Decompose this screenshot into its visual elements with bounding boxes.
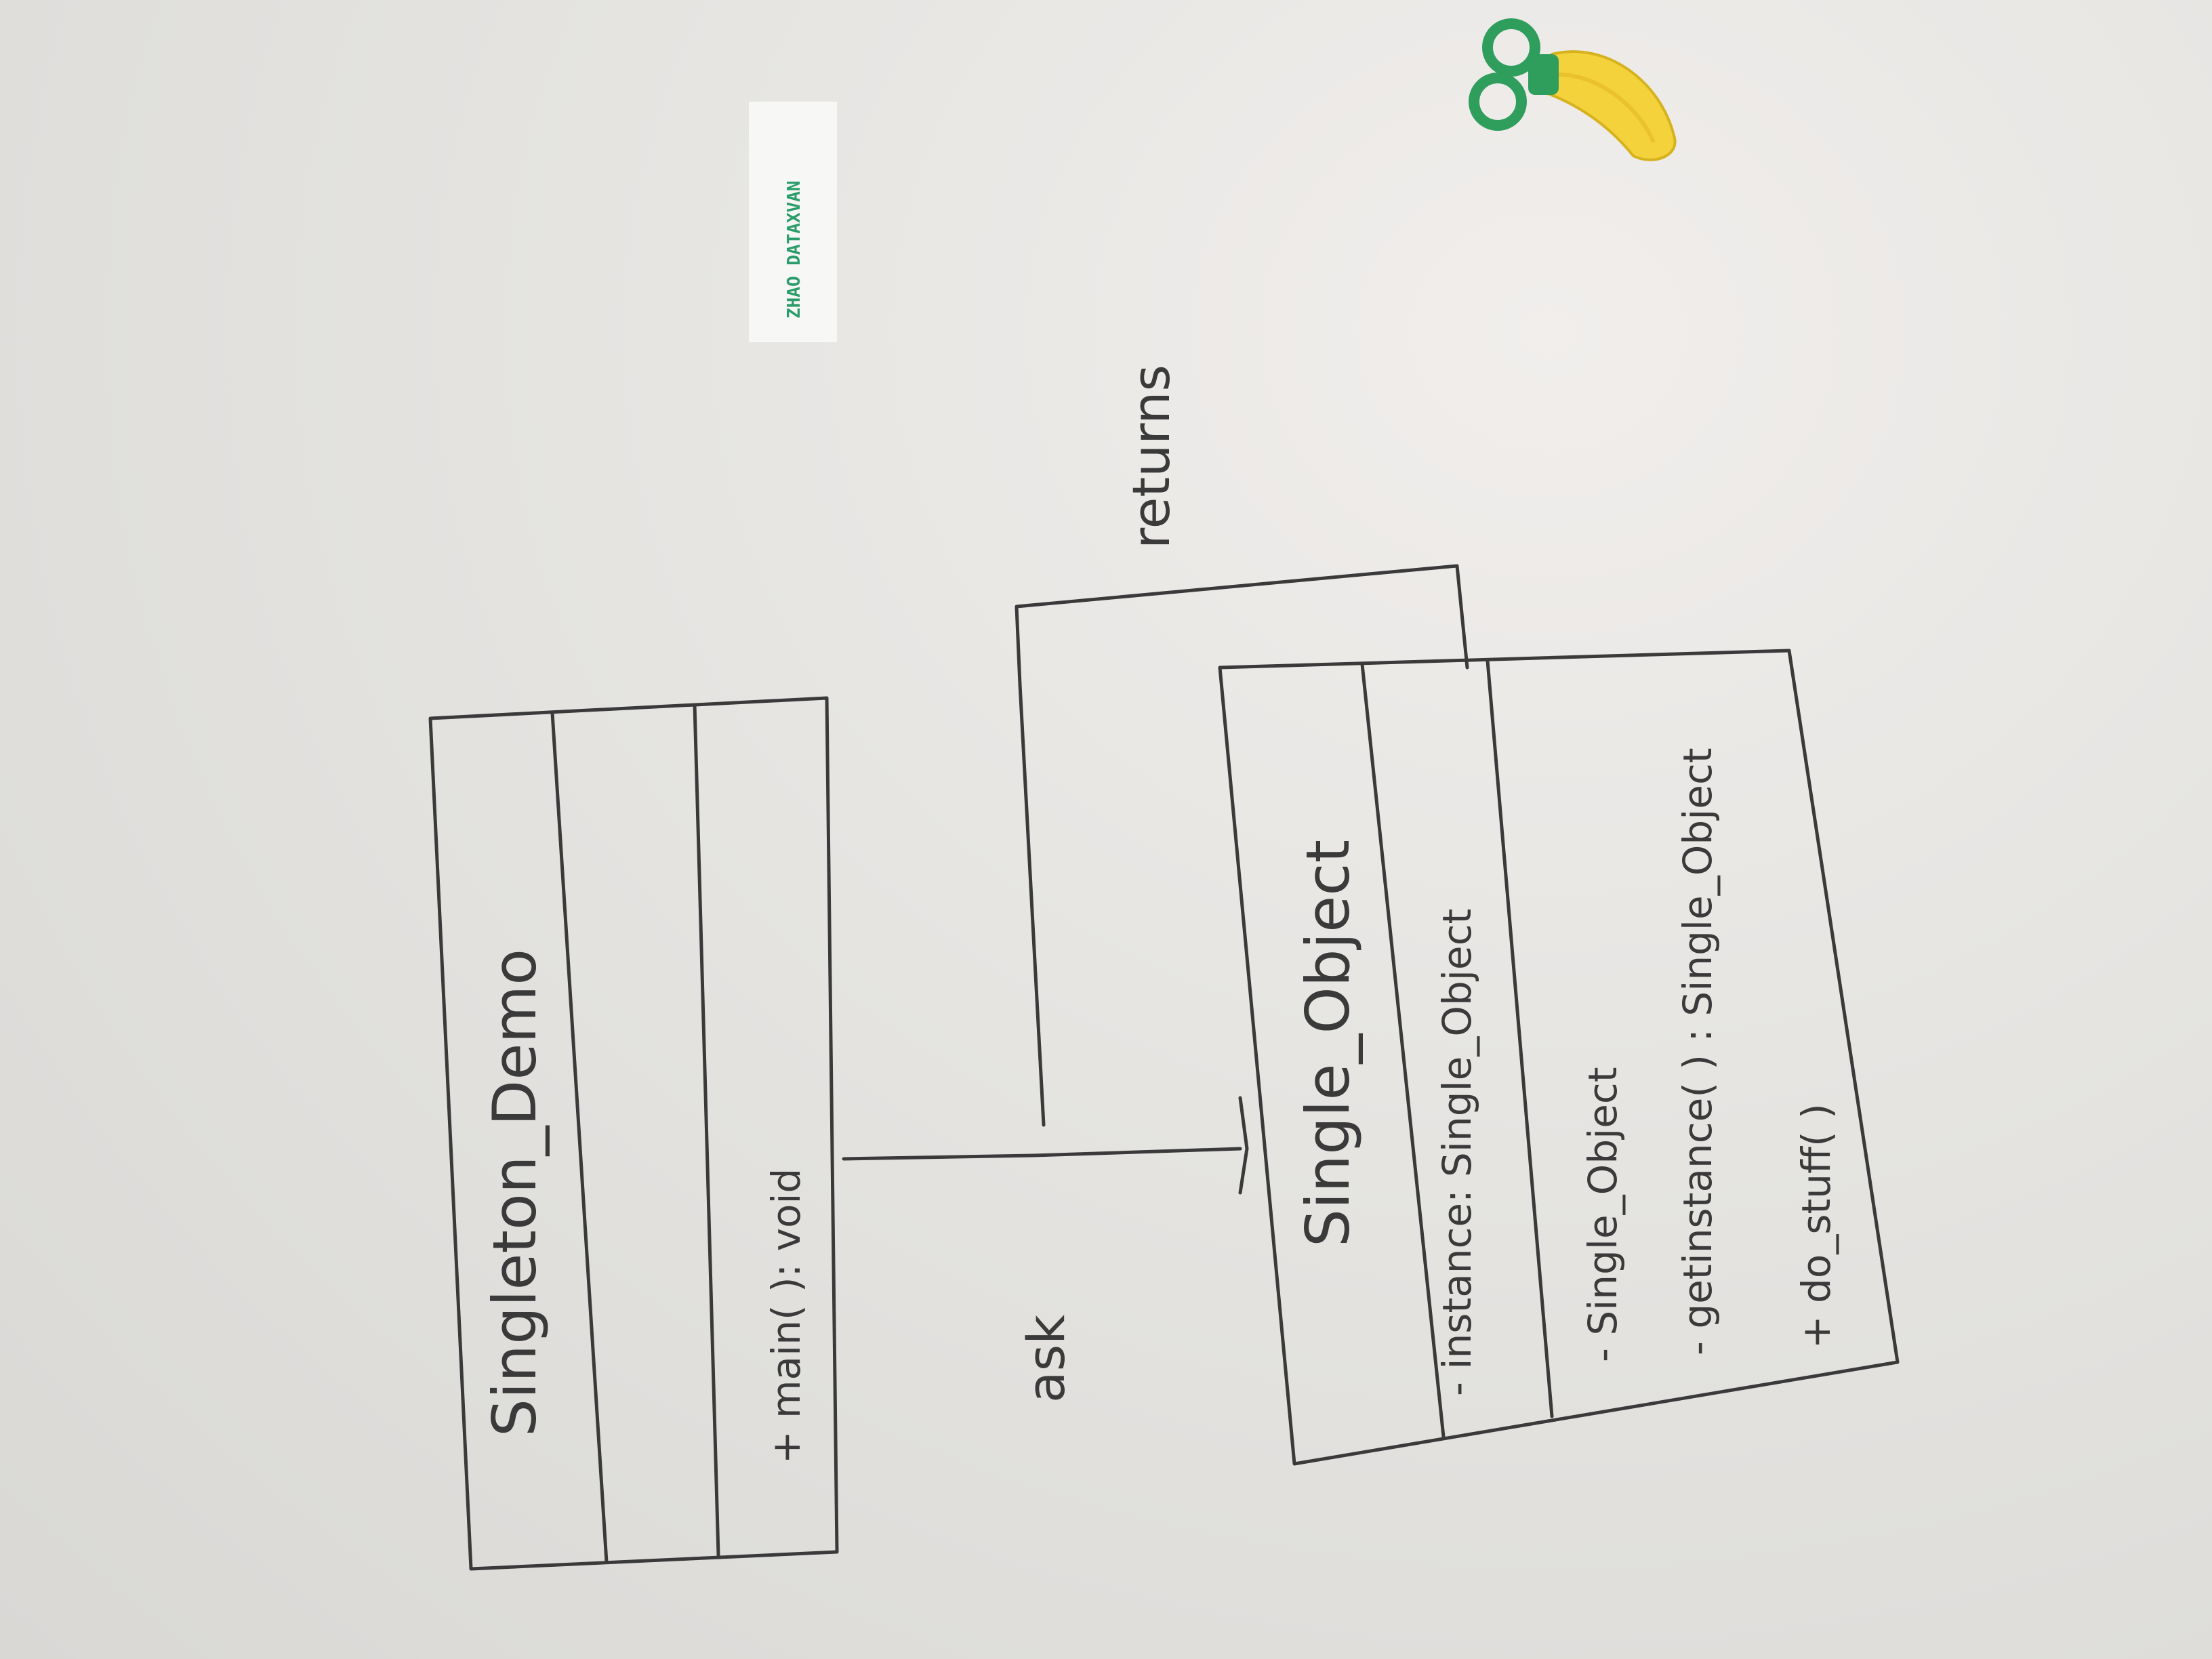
ask-arrowhead — [1238, 1096, 1249, 1195]
class-name: Single_Object — [1293, 840, 1363, 1247]
name-tape: ZHAO DATAXVAN — [749, 102, 837, 342]
compartment-divider — [693, 703, 720, 1557]
compartment-divider — [550, 711, 609, 1564]
method: + main( ): void — [763, 1168, 809, 1464]
method: + do_stuff( ) — [1793, 1103, 1839, 1349]
ask-arrow-line — [842, 1147, 1242, 1161]
class-name: Singleton_Demo — [480, 949, 550, 1437]
tape-strip — [749, 102, 837, 342]
compartment-divider — [1486, 659, 1554, 1418]
relation-returns: returns — [1015, 365, 1469, 1127]
class-box-outline — [1218, 649, 1900, 1466]
method: - Single_Object — [1580, 1067, 1626, 1362]
attribute: - instance: Single_Object — [1434, 909, 1480, 1396]
class-singleton-demo: Singleton_Demo + main( ): void — [428, 696, 839, 1571]
tape-label: ZHAO DATAXVAN — [784, 181, 804, 319]
compartment-divider — [1360, 662, 1446, 1439]
returns-label: returns — [1121, 365, 1181, 549]
method: - getinstance( ) : Single_Object — [1675, 747, 1721, 1355]
returns-bracket-line — [1015, 564, 1469, 1127]
class-single-object: Single_Object - instance: Single_Object … — [1218, 649, 1900, 1466]
relation-ask: ask — [842, 1096, 1249, 1403]
banana-magnet-icon — [1469, 18, 1677, 161]
ask-label: ask — [1016, 1315, 1076, 1403]
